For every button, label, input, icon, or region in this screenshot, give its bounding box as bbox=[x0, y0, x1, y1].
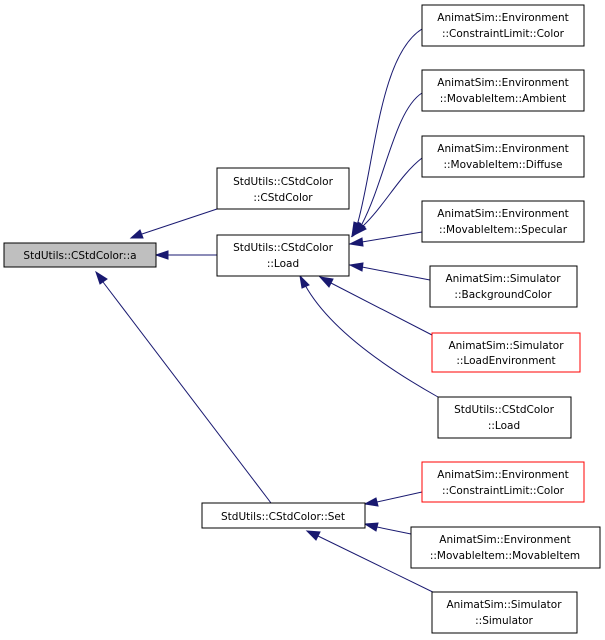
node-cstdcolor-ctor-line2: ::CStdColor bbox=[253, 192, 313, 204]
node-set-label: StdUtils::CStdColor::Set bbox=[221, 511, 345, 523]
node-env-constraint-color-1-line2: ::ConstraintLimit::Color bbox=[442, 28, 565, 40]
edges bbox=[95, 28, 444, 598]
node-env-ambient-line2: ::MovableItem::Ambient bbox=[440, 93, 566, 105]
node-sim-simulator-line1: AnimatSim::Simulator bbox=[446, 599, 562, 611]
node-sim-load-environment-line2: ::LoadEnvironment bbox=[456, 355, 555, 367]
arrowhead-icon bbox=[348, 262, 364, 272]
edge-root-from-set bbox=[102, 281, 272, 504]
node-env-movable-item-line1: AnimatSim::Environment bbox=[439, 534, 570, 546]
edge-set-from-simulator bbox=[317, 535, 444, 598]
node-env-diffuse-line1: AnimatSim::Environment bbox=[437, 143, 568, 155]
arrowhead-icon bbox=[348, 237, 364, 247]
node-sim-load-environment[interactable]: AnimatSim::Simulator ::LoadEnvironment bbox=[431, 332, 581, 373]
edge-load-from-diffuse bbox=[362, 157, 423, 227]
edge-load-from-background-color bbox=[361, 266, 431, 281]
node-sim-background-color[interactable]: AnimatSim::Simulator ::BackgroundColor bbox=[429, 265, 578, 308]
node-load-2-line2: ::Load bbox=[488, 420, 520, 432]
node-sim-simulator[interactable]: AnimatSim::Simulator ::Simulator bbox=[431, 591, 578, 634]
node-env-diffuse[interactable]: AnimatSim::Environment ::MovableItem::Di… bbox=[421, 135, 585, 178]
node-load[interactable]: StdUtils::CStdColor ::Load bbox=[216, 234, 350, 277]
node-root-label: StdUtils::CStdColor::a bbox=[23, 250, 136, 262]
node-env-diffuse-line2: ::MovableItem::Diffuse bbox=[443, 159, 562, 171]
edge-load-from-ambient bbox=[361, 92, 423, 225]
edge-load-from-load-2 bbox=[304, 284, 439, 398]
node-env-specular[interactable]: AnimatSim::Environment ::MovableItem::Sp… bbox=[421, 200, 585, 243]
edge-load-from-load-environment bbox=[330, 282, 433, 336]
edge-set-from-env-constraint-color bbox=[376, 491, 423, 503]
node-env-constraint-color-1-line1: AnimatSim::Environment bbox=[437, 12, 568, 24]
node-load-2[interactable]: StdUtils::CStdColor ::Load bbox=[437, 396, 572, 439]
arrowhead-icon bbox=[154, 250, 169, 260]
node-env-movable-item[interactable]: AnimatSim::Environment ::MovableItem::Mo… bbox=[410, 526, 601, 569]
nodes: StdUtils::CStdColor::a StdUtils::CStdCol… bbox=[3, 4, 601, 634]
node-root[interactable]: StdUtils::CStdColor::a bbox=[3, 242, 157, 268]
edge-load-from-env-constraint-color bbox=[357, 28, 423, 223]
arrowhead-icon bbox=[318, 276, 334, 288]
arrowhead-icon bbox=[363, 497, 379, 507]
node-env-constraint-color-1[interactable]: AnimatSim::Environment ::ConstraintLimit… bbox=[421, 4, 585, 47]
node-cstdcolor-ctor-line1: StdUtils::CStdColor bbox=[233, 176, 334, 188]
edge-load-from-specular bbox=[361, 231, 423, 243]
arrowhead-icon bbox=[305, 530, 321, 541]
edge-root-from-ctor bbox=[141, 208, 218, 235]
node-env-specular-line2: ::MovableItem::Specular bbox=[439, 224, 568, 236]
node-env-ambient-line1: AnimatSim::Environment bbox=[437, 77, 568, 89]
node-cstdcolor-ctor[interactable]: StdUtils::CStdColor ::CStdColor bbox=[216, 167, 350, 210]
node-env-constraint-color-2-line1: AnimatSim::Environment bbox=[437, 469, 568, 481]
arrowhead-icon bbox=[129, 229, 144, 239]
node-env-specular-line1: AnimatSim::Environment bbox=[437, 208, 568, 220]
node-sim-background-color-line2: ::BackgroundColor bbox=[454, 289, 552, 301]
node-env-movable-item-line2: ::MovableItem::MovableItem bbox=[430, 550, 580, 562]
node-env-ambient[interactable]: AnimatSim::Environment ::MovableItem::Am… bbox=[421, 69, 585, 112]
edge-set-from-movable-item bbox=[376, 526, 412, 535]
arrowhead-icon bbox=[299, 274, 310, 289]
node-sim-background-color-line1: AnimatSim::Simulator bbox=[445, 273, 561, 285]
arrowhead-icon bbox=[350, 222, 367, 238]
node-load-line2: ::Load bbox=[267, 258, 299, 270]
node-sim-simulator-line2: ::Simulator bbox=[475, 615, 533, 627]
node-env-constraint-color-2-line2: ::ConstraintLimit::Color bbox=[442, 485, 565, 497]
arrowhead-icon bbox=[95, 270, 108, 285]
node-env-constraint-color-2[interactable]: AnimatSim::Environment ::ConstraintLimit… bbox=[421, 461, 585, 503]
node-load-line1: StdUtils::CStdColor bbox=[233, 242, 334, 254]
node-set[interactable]: StdUtils::CStdColor::Set bbox=[201, 502, 366, 529]
node-sim-load-environment-line1: AnimatSim::Simulator bbox=[448, 340, 564, 352]
node-load-2-line1: StdUtils::CStdColor bbox=[454, 404, 555, 416]
arrowhead-icon bbox=[363, 522, 379, 532]
